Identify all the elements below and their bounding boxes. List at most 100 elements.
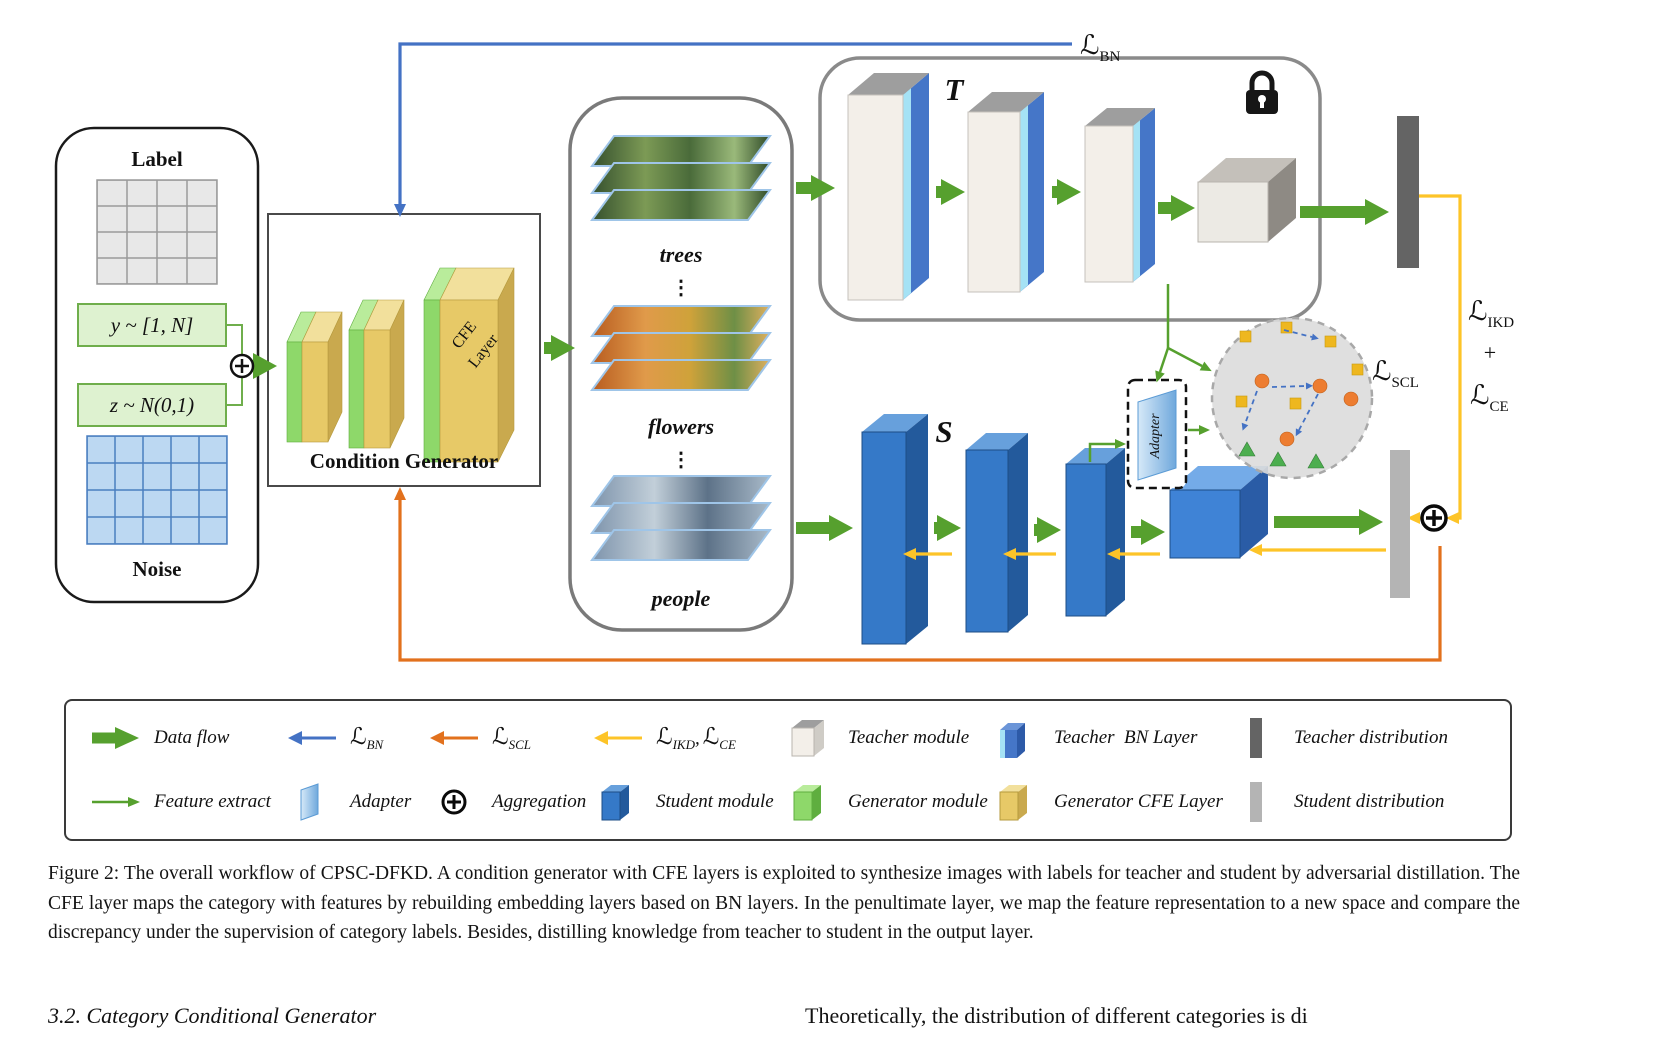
- noise-title: Noise: [133, 557, 182, 581]
- adapter-icon: [300, 783, 319, 821]
- feature-squares: [1235, 321, 1364, 410]
- adapter-module: Adapter: [1126, 378, 1188, 490]
- generator-block-1: [286, 311, 343, 443]
- feature-space: [1210, 316, 1374, 480]
- label-grid: [96, 179, 218, 285]
- feature-extract-arrow-icon: [92, 797, 140, 807]
- adapter-label: Adapter: [1148, 413, 1163, 460]
- flowers-image-stack: [590, 305, 772, 391]
- section-heading: 3.2. Category Conditional Generator: [48, 1002, 377, 1028]
- legend-label: Generator CFE Layer: [1054, 791, 1223, 812]
- feature-triangles: [1238, 441, 1325, 469]
- teacher-head-cube: [1197, 158, 1296, 243]
- noise-grid: [86, 435, 228, 545]
- concat-plus-icon: [229, 353, 255, 379]
- student-head-cube: [1169, 466, 1268, 559]
- workflow-diagram: Label y ~ [1, N] z ~ N(0,1) Noise: [54, 30, 1514, 662]
- label-noise-content: Label y ~ [1, N] z ~ N(0,1) Noise: [77, 147, 255, 581]
- legend-label: Student module: [656, 791, 774, 812]
- y-formula-box: [77, 303, 227, 347]
- legend-item-student-module: Student module: [590, 777, 782, 827]
- y-formula: y ~ [1, N]: [109, 313, 194, 337]
- feature-relations: [1241, 329, 1319, 437]
- legend-label: Feature extract: [154, 791, 271, 812]
- legend-item-data-flow: Data flow: [88, 713, 284, 763]
- feature-extract-arrows: [1088, 284, 1212, 462]
- teacher-distribution-icon: [1250, 718, 1262, 758]
- trees-image-stack: [590, 135, 772, 221]
- student-module-1: [861, 414, 928, 645]
- aggregation-plus-icon: [1420, 504, 1448, 532]
- legend-item-aggregation: Aggregation: [426, 777, 590, 827]
- generator-block-2: [348, 299, 405, 449]
- legend-label: Student distribution: [1294, 791, 1445, 812]
- legend-item-loss-bn: ℒBN: [284, 713, 426, 763]
- legend-label: ℒBN: [350, 723, 384, 752]
- loss-plus-label: +: [1484, 340, 1496, 365]
- teacher-network: T: [847, 70, 1296, 301]
- trees-label: trees: [660, 242, 703, 267]
- data-flow-arrows: [250, 175, 1389, 545]
- body-paragraph: Theoretically, the distribution of diffe…: [805, 1002, 1308, 1028]
- student-module-3: [1065, 448, 1125, 617]
- teacher-module-2: [967, 92, 1044, 293]
- loss-ikd-ce-arrow-icon: [594, 731, 642, 745]
- legend-label: ℒIKD,ℒCE: [656, 723, 736, 752]
- legend-item-adapter: Adapter: [284, 777, 426, 827]
- legend-item-student-distribution: Student distribution: [1228, 777, 1488, 827]
- data-flow-arrow-icon: [92, 727, 139, 749]
- loss-bn-arrow-icon: [288, 731, 336, 745]
- legend-label: Teacher distribution: [1294, 727, 1448, 748]
- legend-item-teacher-bn-layer: Teacher BN Layer: [988, 713, 1228, 763]
- body-text-row: 3.2. Category Conditional Generator Theo…: [48, 1002, 1667, 1030]
- figure-caption: Figure 2: The overall workflow of CPSC-D…: [48, 863, 1520, 944]
- loss-ce-label: ℒCE: [1470, 380, 1509, 415]
- legend-label: Teacher BN Layer: [1054, 727, 1198, 748]
- flowers-label: flowers: [648, 414, 714, 439]
- z-formula-box: [77, 383, 227, 427]
- dots-2: ⋮: [671, 449, 691, 471]
- legend-label: Aggregation: [492, 791, 587, 812]
- condition-generator-content: CFE Layer Condition Generator: [286, 267, 515, 473]
- teacher-module-1: [847, 73, 929, 301]
- teacher-distribution-bar: [1397, 116, 1419, 268]
- legend-label: ℒSCL: [492, 723, 531, 752]
- legend-panel: Data flow ℒBN ℒSCL ℒIKD,ℒCE Teacher modu…: [64, 699, 1512, 841]
- generator-block-3-cfe: CFE Layer: [423, 267, 515, 463]
- legend-label: Generator module: [848, 791, 988, 812]
- teacher-module-icon: [791, 720, 824, 757]
- loss-scl-label: ℒSCL: [1372, 356, 1419, 391]
- loss-bn-arrow: [394, 42, 1072, 217]
- loss-ikd-label: ℒIKD: [1468, 296, 1514, 331]
- student-network: S: [861, 414, 1268, 645]
- loss-bn-label: ℒBN: [1080, 30, 1120, 65]
- loss-scl-arrow: [394, 487, 1442, 662]
- legend-item-loss-scl: ℒSCL: [426, 713, 590, 763]
- aggregation-plus-icon: [441, 789, 467, 815]
- label-title: Label: [131, 147, 183, 171]
- legend-item-loss-ikd-ce: ℒIKD,ℒCE: [590, 713, 782, 763]
- people-label: people: [650, 586, 711, 611]
- legend-item-generator-module: Generator module: [782, 777, 988, 827]
- legend-item-generator-cfe-layer: Generator CFE Layer: [988, 777, 1228, 827]
- dots-1: ⋮: [671, 277, 691, 299]
- student-module-2: [965, 433, 1028, 633]
- legend-label: Data flow: [154, 727, 230, 748]
- loss-scl-arrow-icon: [430, 731, 478, 745]
- legend-item-feature-extract: Feature extract: [88, 777, 284, 827]
- teacher-module-3: [1084, 108, 1155, 283]
- legend-item-teacher-distribution: Teacher distribution: [1228, 713, 1488, 763]
- people-image-stack: [590, 475, 772, 561]
- generator-cfe-layer-icon: [999, 785, 1027, 821]
- legend-item-teacher-module: Teacher module: [782, 713, 988, 763]
- generator-module-icon: [793, 785, 821, 821]
- synthesized-images-content: trees ⋮ flowers ⋮ people: [590, 135, 772, 611]
- legend-label: Adapter: [350, 791, 412, 812]
- student-distribution-bar: [1390, 450, 1410, 598]
- teacher-bn-layer-icon: [1000, 723, 1025, 758]
- loss-ikd-ce-arrow: [1407, 194, 1462, 524]
- teacher-symbol: T: [945, 72, 965, 107]
- z-formula: z ~ N(0,1): [109, 393, 194, 417]
- ikd-ce-feedback-arrows: [903, 544, 1386, 560]
